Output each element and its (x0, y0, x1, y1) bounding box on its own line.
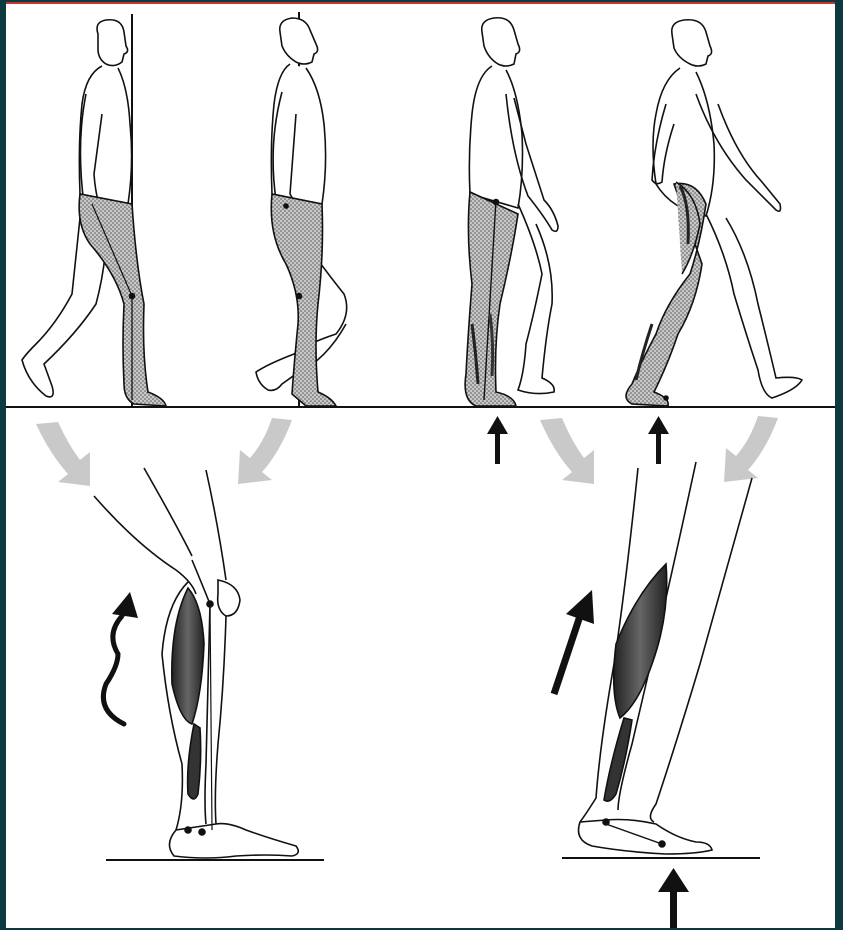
transition-arrow-3 (540, 418, 594, 484)
leg-closeup-right (562, 462, 760, 858)
straight-arrow-icon (554, 590, 594, 694)
transition-arrow-4 (724, 416, 778, 482)
figure-panel (6, 2, 835, 928)
gait-figure-2 (256, 12, 347, 406)
transition-arrow-2 (238, 418, 292, 484)
ground-reaction-arrow-2 (648, 416, 669, 464)
gait-figure-1 (22, 14, 166, 406)
transition-arrow-1 (36, 422, 90, 486)
ground-reaction-arrow-3 (658, 868, 689, 928)
leg-closeup-left (94, 468, 324, 860)
gait-figure-4 (626, 20, 802, 406)
gait-figure-3 (465, 18, 558, 406)
gait-diagram (6, 4, 835, 930)
wavy-arrow-icon (103, 592, 138, 724)
ground-reaction-arrow-1 (487, 416, 508, 464)
